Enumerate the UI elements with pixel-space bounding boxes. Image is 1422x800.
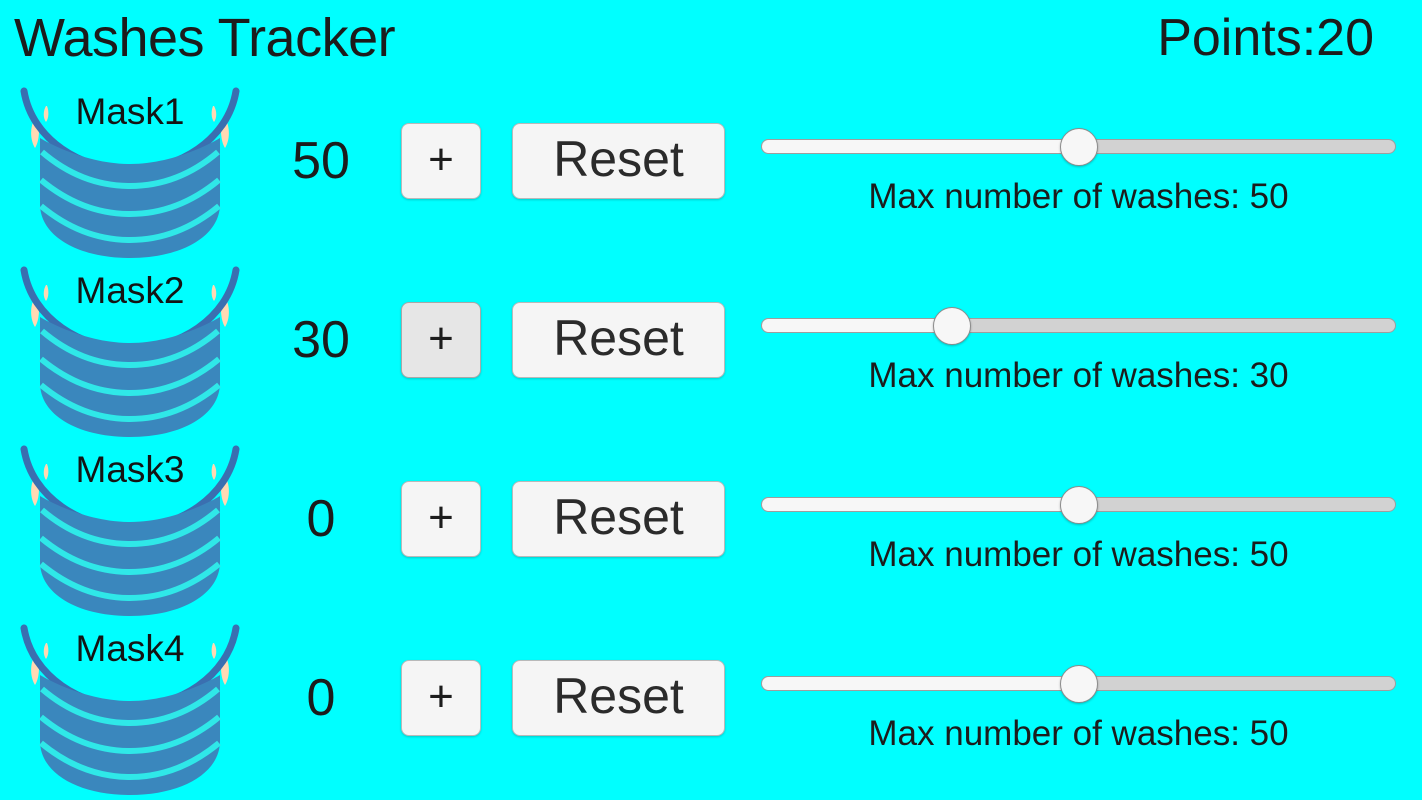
- max-washes-slider-1[interactable]: [761, 126, 1396, 166]
- max-washes-slider-2[interactable]: [761, 305, 1396, 345]
- page-title: Washes Tracker: [14, 8, 396, 68]
- points-display: Points:20: [1157, 9, 1374, 67]
- wash-count-4: 0: [306, 669, 336, 727]
- reset-button-1[interactable]: Reset: [512, 123, 725, 199]
- app-header: Washes Tracker Points:20: [0, 0, 1422, 80]
- mask-label-3: Mask3: [75, 449, 185, 490]
- slider-thumb[interactable]: [1060, 486, 1098, 524]
- face-mask-icon: Mask1: [10, 84, 250, 263]
- wash-count-3: 0: [306, 490, 336, 548]
- increment-button-2[interactable]: +: [401, 302, 481, 378]
- reset-button-3[interactable]: Reset: [512, 481, 725, 557]
- increment-button-4[interactable]: +: [401, 660, 481, 736]
- slider-thumb[interactable]: [1060, 128, 1098, 166]
- mask-row-1: Mask1 50 + Reset Max number of washes: 5…: [0, 84, 1422, 263]
- wash-count-2: 30: [292, 311, 350, 369]
- reset-button-2[interactable]: Reset: [512, 302, 725, 378]
- reset-button-4[interactable]: Reset: [512, 660, 725, 736]
- mask-row-4: Mask4 0 + Reset Max number of washes: 50: [0, 621, 1422, 800]
- max-washes-slider-3[interactable]: [761, 484, 1396, 524]
- slider-fill: [761, 139, 1079, 154]
- mask-label-4: Mask4: [75, 628, 185, 669]
- slider-fill: [761, 676, 1079, 691]
- max-washes-label-3: Max number of washes: 50: [868, 535, 1289, 574]
- wash-count-1: 50: [292, 132, 350, 190]
- increment-button-3[interactable]: +: [401, 481, 481, 557]
- mask-row-2: Mask2 30 + Reset Max number of washes: 3…: [0, 263, 1422, 442]
- slider-fill: [761, 497, 1079, 512]
- mask-label-2: Mask2: [75, 270, 185, 311]
- mask-row-3: Mask3 0 + Reset Max number of washes: 50: [0, 442, 1422, 621]
- face-mask-icon: Mask3: [10, 442, 250, 621]
- mask-label-1: Mask1: [75, 91, 185, 132]
- max-washes-label-4: Max number of washes: 50: [868, 714, 1289, 753]
- max-washes-label-2: Max number of washes: 30: [868, 356, 1289, 395]
- max-washes-slider-4[interactable]: [761, 663, 1396, 703]
- face-mask-icon: Mask2: [10, 263, 250, 442]
- slider-fill: [761, 318, 952, 333]
- slider-thumb[interactable]: [933, 307, 971, 345]
- slider-thumb[interactable]: [1060, 665, 1098, 703]
- face-mask-icon: Mask4: [10, 621, 250, 800]
- increment-button-1[interactable]: +: [401, 123, 481, 199]
- max-washes-label-1: Max number of washes: 50: [868, 177, 1289, 216]
